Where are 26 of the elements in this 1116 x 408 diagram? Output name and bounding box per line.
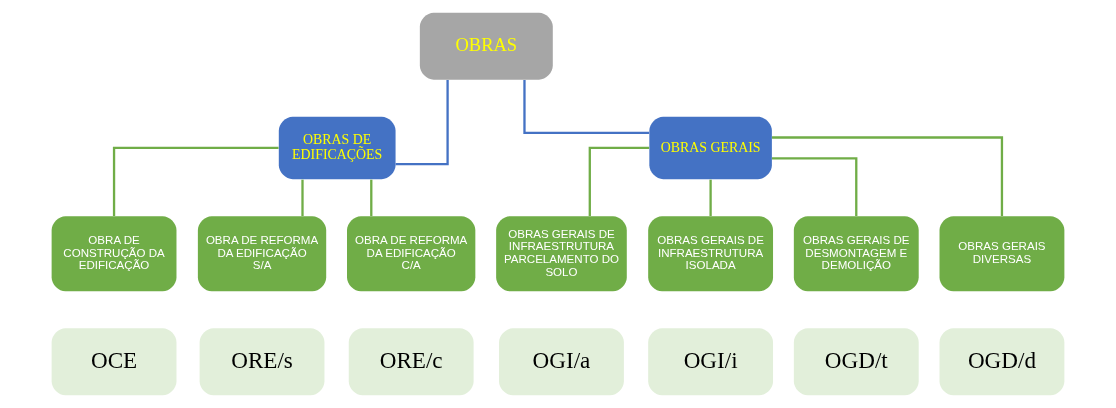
connector [523,79,650,135]
node-box: OGI/a [499,328,624,396]
node-box: OBRAS DE EDIFICAÇÕES [278,116,396,180]
connector [301,179,304,217]
node-box: ORE/c [348,328,474,396]
connector [771,157,858,216]
node-box: OBRAS [419,12,553,80]
connector [772,136,1004,216]
node-box: OBRAS GERAIS [649,116,772,180]
connector [588,146,650,217]
node-box: OBRAS GERAIS DE DESMONTAGEM E DEMOLIÇÃO [793,216,919,292]
connector [395,80,449,166]
node-box: OBRA DE REFORMA DA EDIFICAÇÃO S/A [197,216,327,292]
node-box: OGD/d [939,328,1065,396]
connector [709,179,712,217]
node-box: OBRAS GERAIS DIVERSAS [939,216,1065,292]
node-box: OBRAS GERAIS DE INFRAESTRUTURA PARCELAMENTO DO SOLO [496,216,627,292]
connector [112,146,279,217]
node-box: OBRA DE CONSTRUÇÃO DA EDIFICAÇÃO [51,216,177,292]
node-box: OBRAS GERAIS DE INFRAESTRUTURA ISOLADA [648,216,774,292]
connector [370,179,373,217]
node-box: ORE/s [199,328,325,396]
node-box: OBRA DE REFORMA DA EDIFICAÇÃO C/A [347,216,476,292]
node-box: OGD/t [793,328,919,396]
node-box: OCE [51,328,177,396]
node-box: OGI/i [648,328,774,396]
